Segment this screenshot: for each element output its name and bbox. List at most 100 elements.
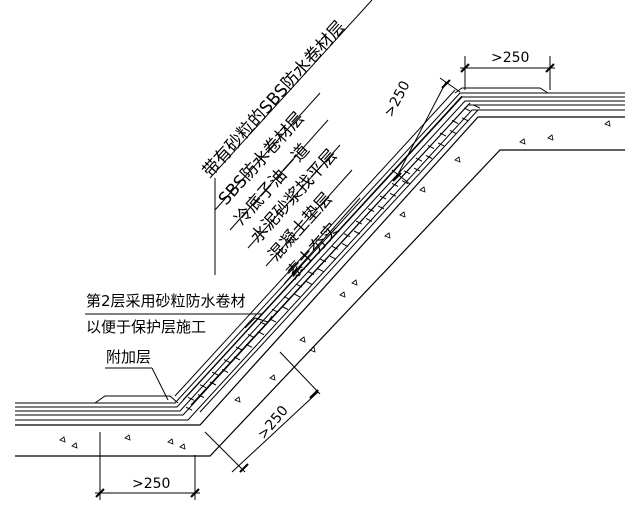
hatch-mark — [319, 258, 327, 263]
dimension-slope-upper-label: >250 — [381, 78, 413, 119]
hatch-mark — [317, 268, 325, 273]
band-edge-inner — [199, 109, 479, 413]
hatch-mark — [389, 192, 397, 197]
aggregate-mark — [71, 442, 78, 449]
hatch-mark — [379, 195, 387, 200]
dim-sl-ext-a — [204, 431, 246, 473]
hatch-mark — [391, 182, 399, 187]
hatch-mark — [283, 296, 291, 301]
dim-su-ext-a — [439, 77, 461, 93]
leader-4 — [265, 169, 353, 267]
aggregate-mark — [384, 232, 391, 239]
hatch-mark — [293, 293, 301, 298]
aggregate-mark — [234, 396, 241, 403]
dim-top-tick-left — [460, 63, 470, 73]
hatch-mark — [197, 394, 205, 399]
note-additional-layer: 附加层 — [106, 348, 151, 366]
aggregate-mark — [59, 436, 66, 443]
hatch-mark — [185, 406, 193, 411]
dimension-bottom — [95, 432, 200, 500]
dim-su-tick-b — [392, 172, 402, 182]
hatch-mark — [245, 343, 253, 348]
hatch-mark — [401, 180, 409, 185]
hatch-mark — [403, 170, 411, 175]
hatch-mark — [221, 368, 229, 373]
band-hatching — [185, 104, 481, 411]
hatch-mark — [281, 306, 289, 310]
hatch-mark — [331, 245, 339, 250]
leader-second-layer-tip — [261, 307, 269, 315]
hatch-mark — [247, 333, 255, 338]
hatch-mark — [415, 157, 423, 162]
leader-3 — [247, 144, 341, 249]
aggregate-mark — [454, 156, 461, 163]
leader-top — [209, 0, 373, 179]
band-mid-1 — [182, 95, 463, 401]
hatch-mark — [235, 346, 243, 351]
hatch-mark — [449, 129, 457, 134]
hatch-mark — [199, 384, 207, 389]
hatch-mark — [233, 356, 241, 361]
hatch-mark — [439, 132, 447, 137]
leader-additional-tip — [151, 367, 169, 401]
dim-bot-tick-right — [190, 488, 200, 498]
dimension-bottom-label: >250 — [132, 476, 170, 492]
hatch-mark — [463, 107, 471, 112]
aggregate-mark — [547, 134, 554, 141]
aggregate-mark — [309, 346, 316, 353]
aggregate-mark — [124, 434, 131, 441]
hatch-mark — [473, 104, 481, 109]
aggregate-mark — [399, 211, 406, 218]
hatch-mark — [295, 283, 303, 288]
leader-2 — [229, 119, 329, 231]
hatch-mark — [425, 155, 433, 159]
bottom-bump — [94, 395, 179, 404]
dimension-slope-upper — [391, 77, 461, 185]
dimension-top — [460, 56, 555, 90]
concrete-cushion — [15, 116, 625, 457]
band-mid-2 — [190, 102, 471, 406]
hatch-mark — [427, 145, 435, 150]
aggregate-mark — [299, 336, 306, 343]
hatch-mark — [365, 217, 373, 222]
concrete-aggregates — [59, 120, 611, 450]
hatch-mark — [223, 359, 231, 364]
aggregate-mark — [519, 138, 526, 145]
hatch-mark — [209, 381, 217, 386]
dim-sl-tick-b — [309, 389, 319, 399]
dimension-top-label: >250 — [491, 50, 529, 66]
leader-1 — [214, 92, 321, 211]
aggregate-mark — [604, 120, 611, 127]
band-edge-outer — [174, 89, 456, 397]
aggregate-mark — [179, 443, 186, 450]
hatch-mark — [367, 208, 375, 213]
top-bump — [454, 87, 549, 94]
hatch-mark — [353, 230, 361, 235]
dim-top-tick-right — [545, 63, 555, 73]
note-second-layer-line1: 第2层采用砂粒防水卷材 — [86, 292, 246, 310]
hatch-mark — [305, 280, 313, 285]
dim-su-line — [395, 81, 447, 179]
dim-bot-tick-left — [95, 488, 105, 498]
cushion-bottom-edge — [15, 149, 625, 457]
hatch-mark — [461, 117, 469, 122]
layer-line-5 — [15, 109, 625, 421]
dimension-slope-lower — [204, 351, 321, 473]
layer-line-3 — [15, 100, 625, 412]
dim-su-ext-b — [391, 169, 411, 185]
hatch-mark — [257, 331, 265, 336]
hatch-mark — [269, 318, 277, 323]
hatch-mark — [211, 371, 219, 376]
leader-5 — [283, 197, 361, 285]
hatch-mark — [355, 220, 363, 225]
note-second-layer-line2: 以便于保护层施工 — [86, 318, 206, 336]
dimension-slope-lower-label: >250 — [255, 403, 292, 443]
notes: 第2层采用砂粒防水卷材 以便于保护层施工 附加层 — [86, 292, 246, 366]
cushion-top-edge — [15, 116, 625, 426]
membrane-layers — [15, 92, 625, 421]
hatch-mark — [341, 243, 349, 248]
hatch-mark — [259, 321, 267, 326]
slope-bump — [244, 315, 273, 329]
